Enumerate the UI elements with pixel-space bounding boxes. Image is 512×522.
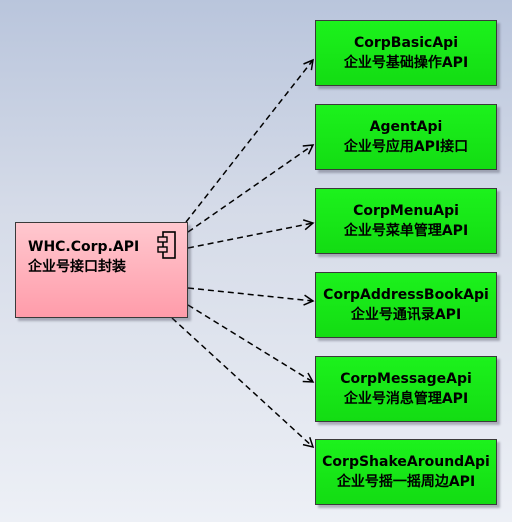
- source-subtitle: 企业号接口封装: [28, 259, 126, 275]
- api-node-agentapi[interactable]: AgentApi 企业号应用API接口: [315, 104, 497, 170]
- api-subtitle: 企业号消息管理API: [343, 391, 469, 407]
- edge-to-agentapi: [187, 144, 315, 233]
- api-title: CorpBasicApi: [353, 35, 459, 51]
- api-title: CorpMessageApi: [340, 371, 472, 387]
- api-title: CorpShakeAroundApi: [322, 454, 490, 470]
- api-subtitle: 企业号应用API接口: [343, 139, 469, 155]
- api-subtitle: 企业号菜单管理API: [343, 223, 469, 239]
- edge-to-corpshakearoundapi: [171, 317, 315, 449]
- api-subtitle: 企业号基础操作API: [343, 55, 469, 71]
- edge-to-corpmenuapi: [187, 219, 315, 249]
- source-component[interactable]: WHC.Corp.API 企业号接口封装: [15, 222, 188, 318]
- api-subtitle: 企业号通讯录API: [350, 307, 462, 323]
- api-node-corpmessageapi[interactable]: CorpMessageApi 企业号消息管理API: [315, 356, 497, 422]
- api-node-corpaddressbookapi[interactable]: CorpAddressBookApi 企业号通讯录API: [315, 272, 497, 338]
- api-subtitle: 企业号摇一摇周边API: [336, 474, 476, 490]
- edge-to-corpaddressbookapi: [187, 287, 315, 306]
- edge-to-corpmessageapi: [187, 304, 315, 383]
- api-title: CorpMenuApi: [353, 203, 459, 219]
- source-title: WHC.Corp.API: [28, 239, 140, 255]
- api-node-corpmenuapi[interactable]: CorpMenuApi 企业号菜单管理API: [315, 188, 497, 254]
- api-title: CorpAddressBookApi: [323, 287, 489, 303]
- api-node-corpshakearoundapi[interactable]: CorpShakeAroundApi 企业号摇一摇周边API: [315, 439, 497, 505]
- component-icon: [157, 231, 176, 259]
- api-node-corpbasicapi[interactable]: CorpBasicApi 企业号基础操作API: [315, 20, 497, 86]
- edge-to-corpbasicapi: [185, 58, 314, 223]
- api-title: AgentApi: [369, 119, 443, 135]
